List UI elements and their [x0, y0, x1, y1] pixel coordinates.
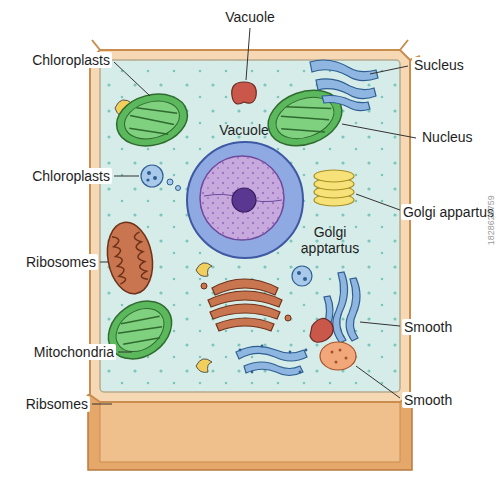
- part-label: Golgi appartus: [401, 204, 496, 220]
- part-label: Smooth: [402, 392, 454, 408]
- part-label: Vacuole: [223, 9, 277, 25]
- part-label: Chloroplasts: [30, 52, 112, 68]
- part-label: Mitochondria: [32, 344, 116, 360]
- part-label: Sucleus: [412, 57, 466, 73]
- inner-label: Golgi apptartus: [295, 224, 365, 256]
- part-label: Ribosomes: [24, 254, 98, 270]
- inner-label: Vacuole: [219, 122, 269, 138]
- part-label: Chloroplasts: [30, 168, 112, 184]
- part-label: Smooth: [402, 319, 454, 335]
- part-label: Ribsomes: [24, 396, 90, 412]
- part-label: Nucleus: [420, 129, 475, 145]
- watermark: 1828626759: [486, 195, 496, 245]
